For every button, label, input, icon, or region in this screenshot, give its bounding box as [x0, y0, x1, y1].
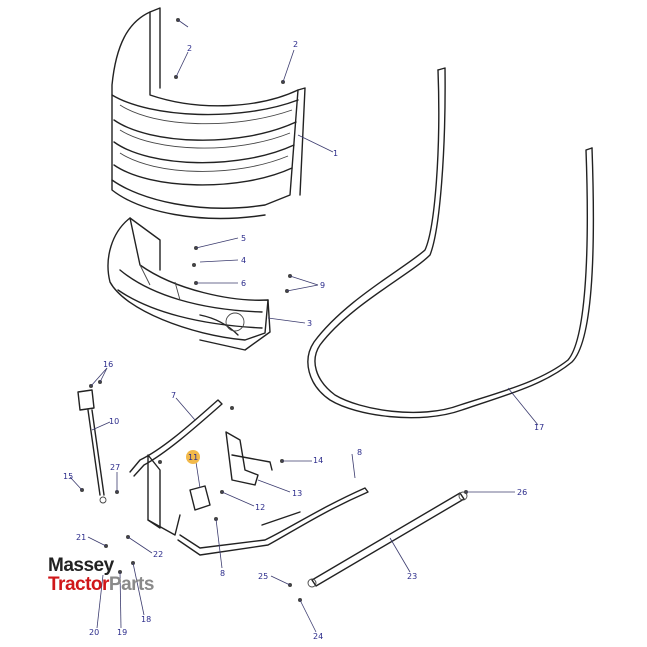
- seal-strip-part: [307, 67, 595, 419]
- callout-12: 12: [255, 503, 265, 512]
- callout-14: 14: [313, 456, 323, 465]
- callout-2b: 2: [293, 40, 298, 49]
- callout-10: 10: [109, 417, 119, 426]
- leader-lines: [69, 19, 539, 633]
- callout-17: 17: [534, 423, 544, 432]
- callout-8a: 8: [357, 448, 362, 457]
- callout-21: 21: [76, 533, 86, 542]
- callout-8b: 8: [220, 569, 225, 578]
- watermark-logo: Massey TractorParts: [48, 556, 154, 595]
- watermark-line2-parts: Parts: [108, 574, 155, 595]
- callout-22: 22: [153, 550, 163, 559]
- callout-3: 3: [307, 319, 312, 328]
- bumper-grille-part: [107, 217, 271, 351]
- callout-11: 11: [188, 453, 198, 462]
- callout-27: 27: [110, 463, 120, 472]
- watermark-line2-tractor: Tractor: [48, 574, 109, 595]
- link-rod-part: [77, 389, 107, 504]
- callout-1: 1: [333, 149, 338, 158]
- callout-2a: 2: [187, 44, 192, 53]
- callout-7: 7: [171, 391, 176, 400]
- bracket-assembly-part: [147, 431, 273, 536]
- callout-16: 16: [103, 360, 113, 369]
- strut-part: [307, 491, 468, 588]
- callout-13: 13: [292, 489, 302, 498]
- callout-5: 5: [241, 234, 246, 243]
- callout-9: 9: [320, 281, 325, 290]
- callout-4: 4: [241, 256, 246, 265]
- callout-labels: 1 2 2 3 4 5 6 7 8 8 9 10 11 12 13 14 15 …: [63, 40, 544, 641]
- callout-24: 24: [313, 632, 323, 641]
- rod-assembly-part: [129, 399, 369, 556]
- watermark-line1: Massey: [48, 555, 114, 576]
- callout-6: 6: [241, 279, 246, 288]
- callout-19: 19: [117, 628, 127, 637]
- callout-23: 23: [407, 572, 417, 581]
- callout-15: 15: [63, 472, 73, 481]
- callout-20: 20: [89, 628, 99, 637]
- callout-18: 18: [141, 615, 151, 624]
- grille-part: [111, 7, 306, 220]
- callout-25: 25: [258, 572, 268, 581]
- highlight-marker: [186, 450, 200, 464]
- callout-26: 26: [517, 488, 527, 497]
